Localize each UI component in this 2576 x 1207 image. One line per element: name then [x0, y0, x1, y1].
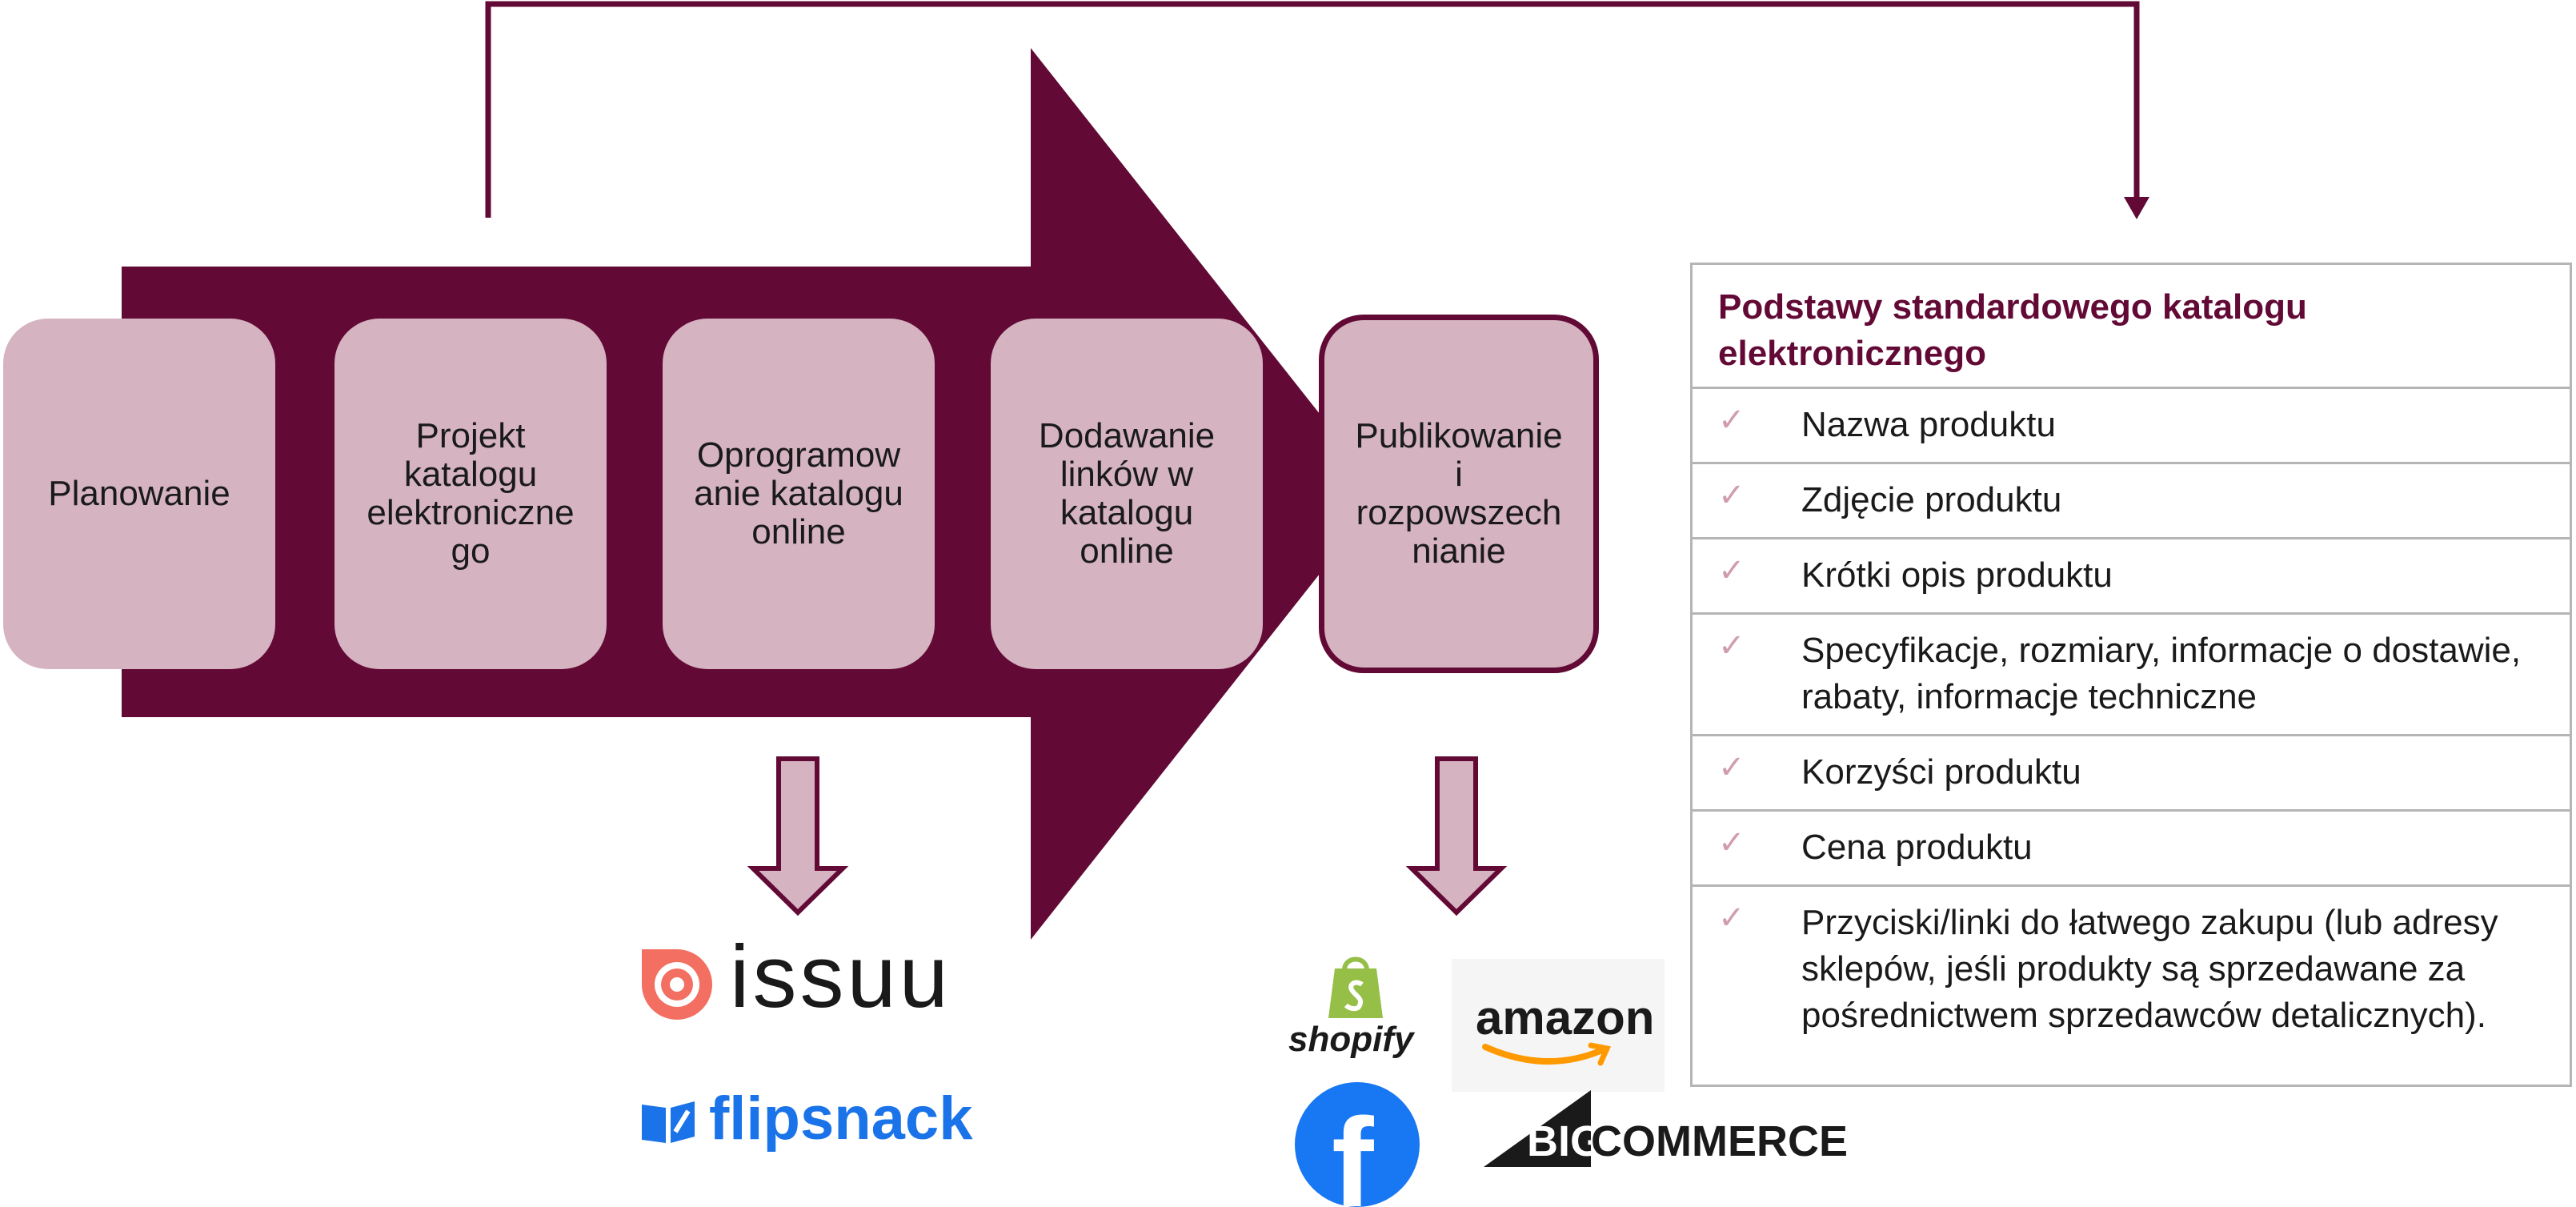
step-catalog-software: Oprogramow anie katalogu online — [663, 319, 935, 669]
amazon-smile-icon — [1482, 1042, 1611, 1066]
checklist-item-text: Krótki opis produktu — [1801, 555, 2113, 595]
feedback-arrowhead — [2124, 197, 2149, 219]
step-adding-links: Dodawanie linków w katalogu online — [991, 319, 1263, 669]
checklist-item: ✓ Krótki opis produktu — [1693, 537, 2570, 612]
issuu-target-icon — [642, 949, 712, 1020]
check-icon: ✓ — [1718, 825, 1745, 860]
step-catalog-design: Projekt katalogu elektroniczne go — [335, 319, 607, 669]
amazon-logo: amazon — [1452, 959, 1665, 1092]
amazon-wordmark: amazon — [1476, 991, 1655, 1045]
feedback-connector — [485, 1, 2140, 218]
checklist-item: ✓ Specyfikacje, rozmiary, informacje o d… — [1693, 612, 2570, 734]
checklist-item-text: Nazwa produktu — [1801, 405, 2056, 444]
issuu-logo: issuu — [640, 933, 960, 1025]
check-icon: ✓ — [1718, 900, 1745, 936]
checklist-item: ✓ Nazwa produktu — [1693, 387, 2570, 462]
panel-title: Podstawy standardowego katalogu elektron… — [1718, 287, 2307, 373]
checklist-item-text: Specyfikacje, rozmiary, informacje o dos… — [1801, 631, 2522, 716]
check-icon: ✓ — [1718, 403, 1745, 438]
bigcommerce-big-text: BIG — [1527, 1117, 1604, 1165]
check-icon: ✓ — [1718, 750, 1745, 785]
bigcommerce-triangle-icon — [1484, 1090, 1591, 1167]
checklist-item: ✓ Korzyści produktu — [1693, 734, 2570, 809]
shopify-logo: shopify — [1288, 952, 1424, 1073]
flipsnack-wordmark: flipsnack — [709, 1085, 973, 1153]
bigcommerce-logo: BIG COMMERCE — [1482, 1089, 1848, 1169]
checklist-item-text: Zdjęcie produktu — [1801, 480, 2062, 519]
check-icon: ✓ — [1718, 553, 1745, 588]
issuu-wordmark: issuu — [730, 928, 951, 1026]
flipsnack-book-icon — [642, 1101, 695, 1143]
catalog-basics-panel: Podstawy standardowego katalogu elektron… — [1690, 263, 2572, 1087]
facebook-logo: f — [1295, 1082, 1420, 1207]
check-icon: ✓ — [1718, 628, 1745, 664]
step-planning: Planowanie — [3, 319, 275, 669]
checklist-item: ✓ Cena produktu — [1693, 809, 2570, 884]
step-publishing: Publikowanie i rozpowszech nianie — [1319, 315, 1599, 673]
flipsnack-logo: flipsnack — [640, 1085, 972, 1153]
check-icon: ✓ — [1718, 478, 1745, 513]
checklist-item: ✓ Zdjęcie produktu — [1693, 462, 2570, 537]
down-arrow-publishing — [1405, 756, 1508, 916]
checklist-item-text: Korzyści produktu — [1801, 752, 2081, 792]
shopify-wordmark: shopify — [1288, 1020, 1414, 1059]
down-arrow-software — [747, 756, 849, 916]
checklist-item-text: Cena produktu — [1801, 828, 2033, 867]
checklist-item-text: Przyciski/linki do łatwego zakupu (lub a… — [1801, 903, 2498, 1035]
bigcommerce-commerce-text: COMMERCE — [1591, 1117, 1848, 1165]
shopify-bag-icon — [1328, 956, 1383, 1018]
checklist-item: ✓ Przyciski/linki do łatwego zakupu (lub… — [1693, 884, 2570, 1087]
facebook-icon: f — [1332, 1093, 1374, 1207]
